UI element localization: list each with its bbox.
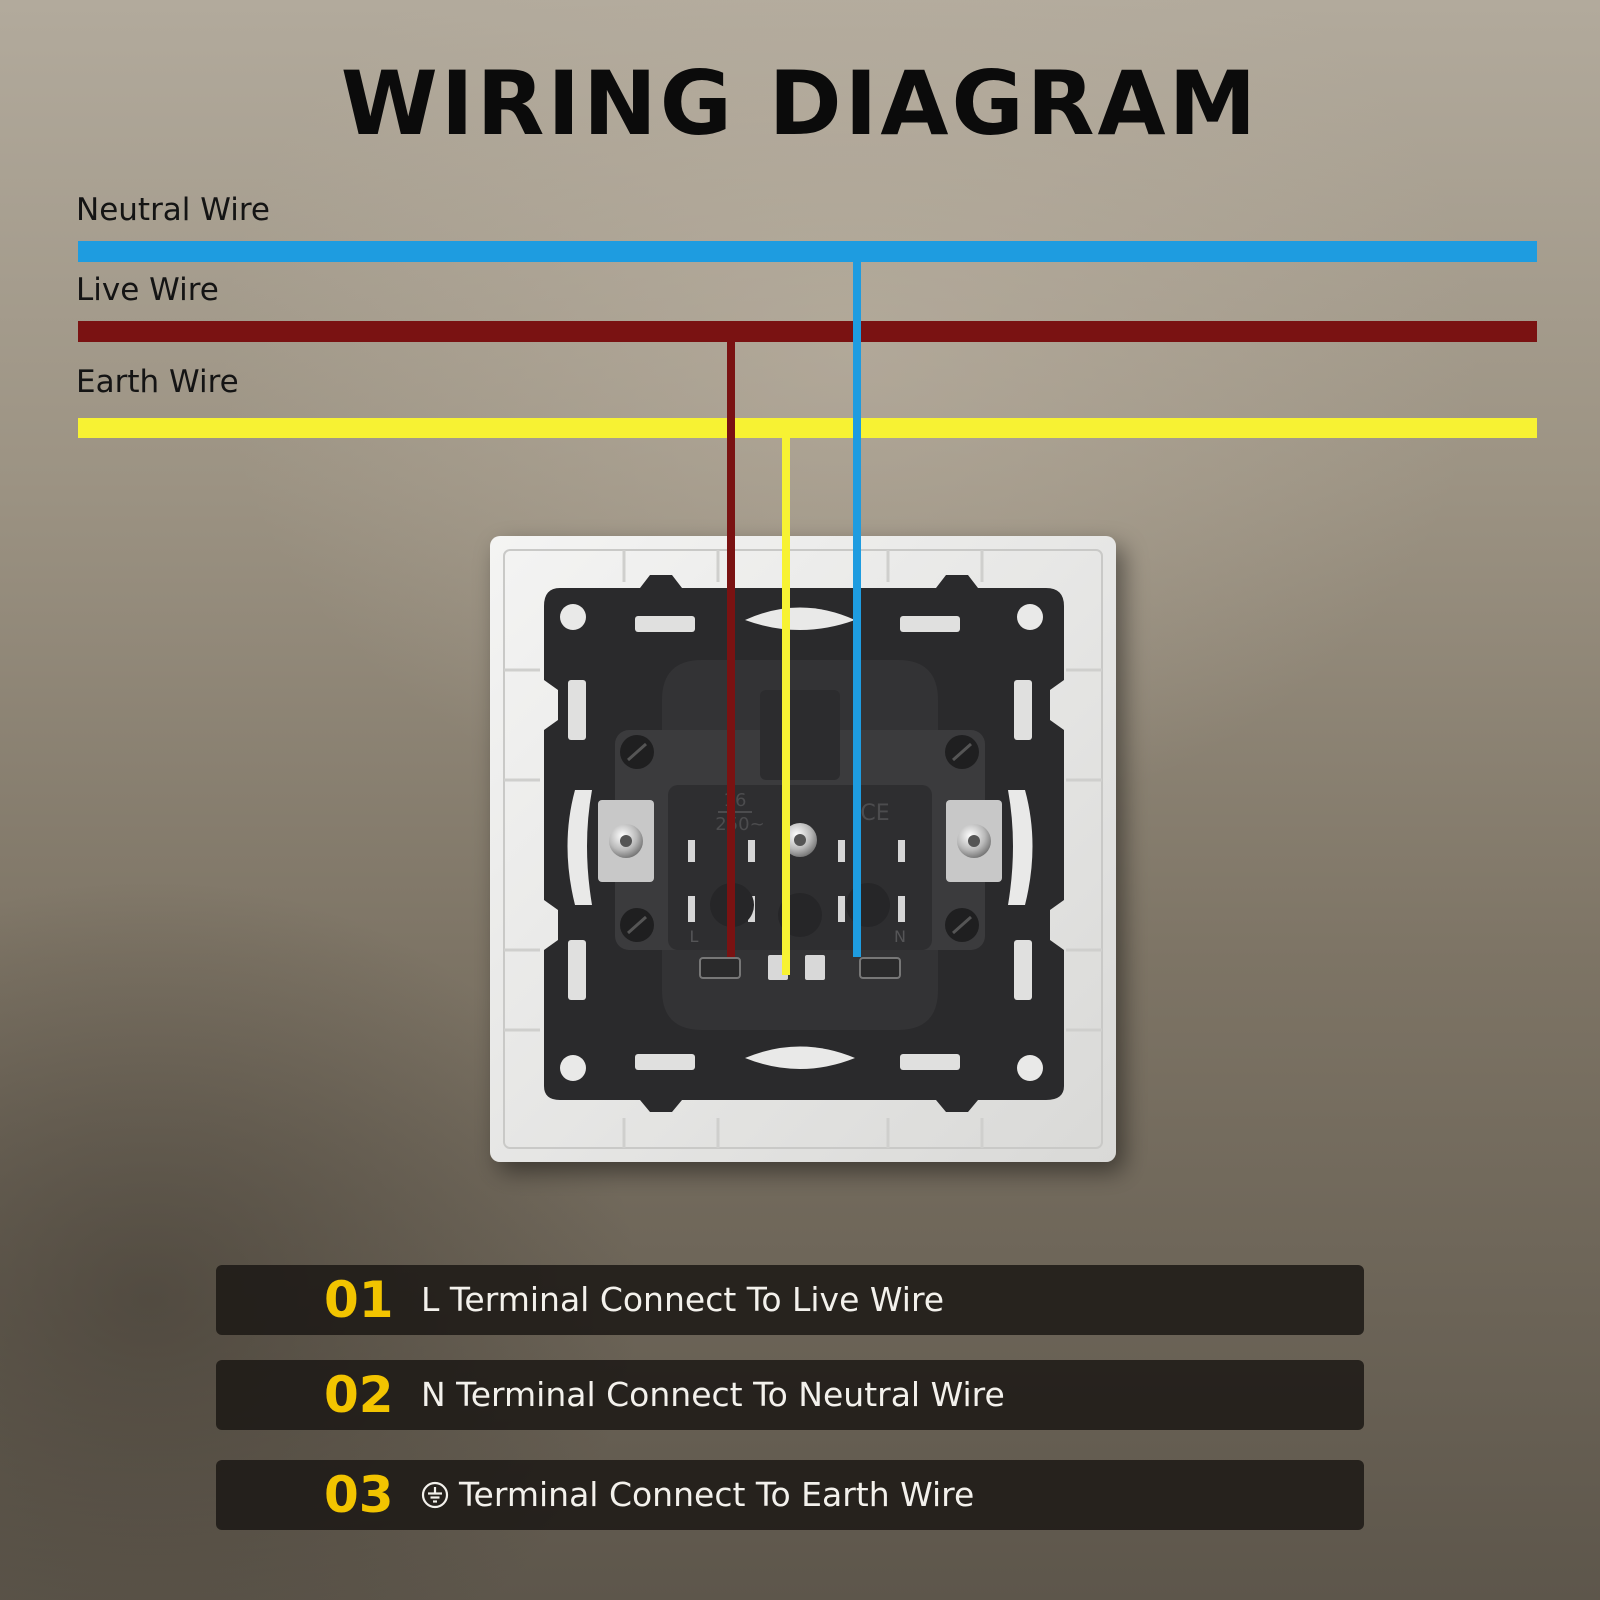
terminal-l-mark: L bbox=[690, 927, 699, 946]
rating-bottom-text: 250~ bbox=[715, 814, 764, 835]
right-earth-terminal bbox=[946, 800, 1002, 882]
terminal-n-mark: N bbox=[894, 927, 906, 946]
step-text: N Terminal Connect To Neutral Wire bbox=[421, 1360, 1005, 1430]
earth-wire-bar bbox=[78, 418, 1537, 438]
left-earth-terminal bbox=[598, 800, 654, 882]
ce-mark: CE bbox=[860, 801, 889, 826]
earth-wire-label: Earth Wire bbox=[76, 364, 239, 400]
step-label: L Terminal Connect To Live Wire bbox=[421, 1280, 945, 1319]
step-row-1: 01 L Terminal Connect To Live Wire bbox=[216, 1265, 1364, 1335]
step-row-2: 02 N Terminal Connect To Neutral Wire bbox=[216, 1360, 1364, 1430]
live-wire-bar bbox=[78, 321, 1537, 342]
neutral-wire-bar bbox=[78, 241, 1537, 262]
step-row-3: 03 Terminal Connect To Earth Wire bbox=[216, 1460, 1364, 1530]
earth-ground-icon bbox=[421, 1481, 449, 1508]
page-title: WIRING DIAGRAM bbox=[340, 52, 1260, 155]
step-label: Terminal Connect To Earth Wire bbox=[459, 1475, 975, 1514]
step-number: 01 bbox=[324, 1271, 394, 1329]
step-number: 02 bbox=[324, 1366, 394, 1424]
step-text: Terminal Connect To Earth Wire bbox=[421, 1460, 974, 1530]
step-label: N Terminal Connect To Neutral Wire bbox=[421, 1375, 1005, 1414]
neutral-wire-label: Neutral Wire bbox=[76, 192, 270, 228]
step-text: L Terminal Connect To Live Wire bbox=[421, 1265, 944, 1335]
live-wire-label: Live Wire bbox=[76, 272, 219, 308]
step-number: 03 bbox=[324, 1466, 394, 1524]
